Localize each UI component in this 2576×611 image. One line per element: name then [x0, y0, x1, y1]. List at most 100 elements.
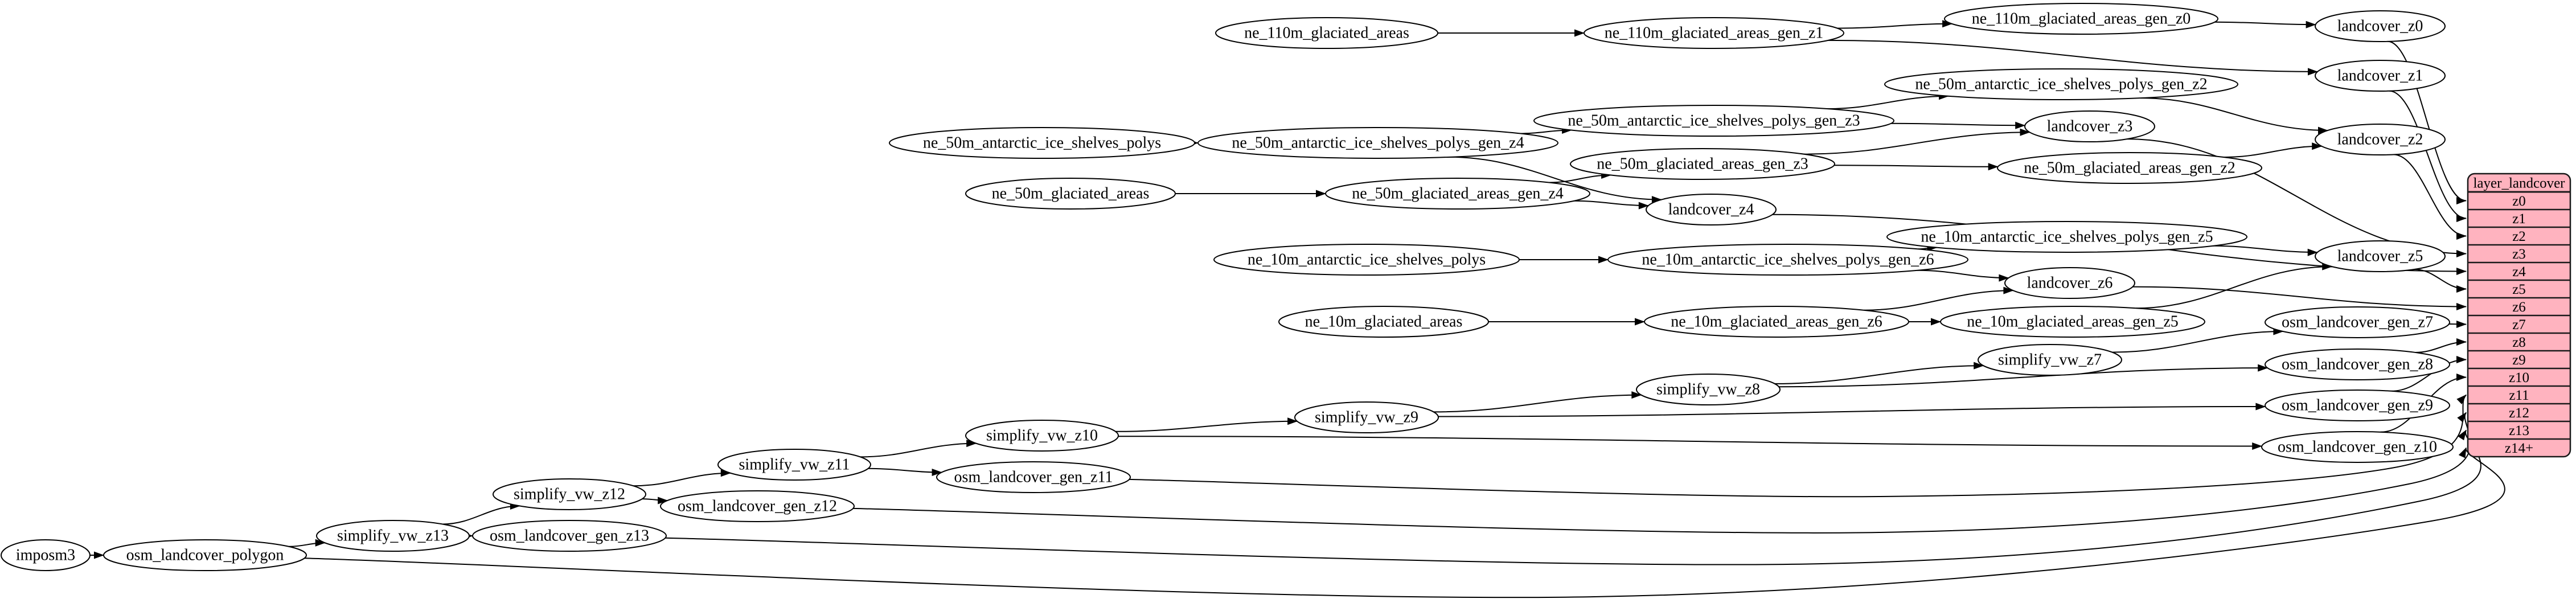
table-row-z1: z1	[2512, 211, 2526, 227]
node-ellipse-ne_10m_antarctic_ice_shelves_polys_gen_z6	[1607, 244, 1968, 276]
node-label-landcover_z2: landcover_z2	[2337, 131, 2423, 149]
edge-osm_landcover_gen_z13-to-layer_landcover-z13	[665, 429, 2481, 565]
edge-ne_10m_glaciated_areas_gen_z6-to-landcover_z6	[1864, 286, 2014, 311]
edge-osm_landcover_gen_z8-to-layer_landcover-z8	[2415, 338, 2467, 353]
node-ne_110m_glaciated_areas_gen_z0: ne_110m_glaciated_areas_gen_z0	[1944, 3, 2218, 35]
edge-landcover_z2-to-layer_landcover-z2	[2393, 154, 2467, 240]
edge-osm_landcover_polygon-to-layer_landcover-z14	[304, 447, 2505, 598]
edge-simplify_vw_z8-to-osm_landcover_gen_z8	[1778, 364, 2269, 388]
node-ellipse-ne_10m_glaciated_areas_gen_z5	[1940, 306, 2205, 338]
node-label-simplify_vw_z9: simplify_vw_z9	[1315, 409, 1418, 427]
node-ellipse-osm_landcover_gen_z10	[2261, 431, 2454, 463]
node-ne_10m_antarctic_ice_shelves_polys: ne_10m_antarctic_ice_shelves_polys	[1213, 244, 1520, 276]
node-osm_landcover_gen_z8: osm_landcover_gen_z8	[2265, 348, 2450, 380]
node-simplify_vw_z11: simplify_vw_z11	[717, 449, 871, 481]
edge-simplify_vw_z9-to-simplify_vw_z8	[1433, 391, 1642, 413]
node-ellipse-ne_110m_glaciated_areas	[1215, 17, 1438, 49]
node-ellipse-landcover_z0	[2315, 10, 2446, 42]
node-ellipse-ne_50m_antarctic_ice_shelves_polys_gen_z3	[1533, 105, 1894, 137]
node-label-simplify_vw_z10: simplify_vw_z10	[986, 427, 1098, 445]
edge-osm_landcover_gen_z7-to-layer_landcover-z7	[2448, 320, 2467, 328]
node-ellipse-imposm3	[1, 539, 91, 571]
node-label-ne_10m_antarctic_ice_shelves_polys: ne_10m_antarctic_ice_shelves_polys	[1248, 251, 1486, 269]
node-ne_10m_glaciated_areas: ne_10m_glaciated_areas	[1278, 306, 1489, 338]
node-label-simplify_vw_z11: simplify_vw_z11	[739, 456, 850, 474]
node-label-osm_landcover_gen_z11: osm_landcover_gen_z11	[954, 469, 1113, 486]
node-label-ne_10m_glaciated_areas_gen_z6: ne_10m_glaciated_areas_gen_z6	[1671, 313, 1882, 331]
table-title: layer_landcover	[2473, 176, 2565, 191]
node-label-landcover_z5: landcover_z5	[2337, 248, 2423, 265]
table-layer: layer_landcoverz0z1z2z3z4z5z6z7z8z9z10z1…	[2467, 173, 2571, 458]
node-osm_landcover_gen_z7: osm_landcover_gen_z7	[2265, 306, 2450, 338]
edge-ne_50m_antarctic_ice_shelves_polys_gen_z4-to-ne_50m_antarctic_ice_shelves_polys_gen_z3	[1520, 126, 1573, 134]
edge-ne_50m_glaciated_areas_gen_z4-to-landcover_z4	[1574, 200, 1649, 210]
node-ne_50m_glaciated_areas_gen_z3: ne_50m_glaciated_areas_gen_z3	[1570, 148, 1835, 180]
node-ellipse-osm_landcover_gen_z7	[2265, 306, 2450, 338]
edge-ne_50m_glaciated_areas_gen_z3-to-landcover_z3	[1804, 128, 2031, 155]
node-osm_landcover_polygon: osm_landcover_polygon	[103, 539, 307, 571]
edge-ne_110m_glaciated_areas_gen_z1-to-ne_110m_glaciated_areas_gen_z0	[1837, 20, 1953, 29]
node-ellipse-ne_10m_glaciated_areas	[1278, 306, 1489, 338]
node-ellipse-simplify_vw_z13	[316, 520, 470, 552]
table-row-z3: z3	[2512, 247, 2526, 262]
edge-ne_50m_antarctic_ice_shelves_polys_gen_z3-to-landcover_z3	[1891, 121, 2026, 129]
edge-ne_50m_glaciated_areas_gen_z3-to-ne_50m_glaciated_areas_gen_z2	[1834, 163, 1999, 171]
nodes-layer: imposm3 osm_landcover_polygon simplify_vw_…	[1, 3, 2454, 571]
edge-ne_50m_antarctic_ice_shelves_polys_gen_z4-to-landcover_z4	[1449, 156, 1662, 204]
node-osm_landcover_gen_z10: osm_landcover_gen_z10	[2261, 431, 2454, 463]
node-ellipse-ne_10m_antarctic_ice_shelves_polys	[1213, 244, 1520, 276]
table-row-z7: z7	[2512, 317, 2526, 333]
table-layer_landcover: layer_landcoverz0z1z2z3z4z5z6z7z8z9z10z1…	[2467, 173, 2571, 458]
node-label-ne_110m_glaciated_areas_gen_z0: ne_110m_glaciated_areas_gen_z0	[1972, 10, 2191, 28]
node-landcover_z4: landcover_z4	[1646, 194, 1777, 225]
node-ne_110m_glaciated_areas: ne_110m_glaciated_areas	[1215, 17, 1438, 49]
node-simplify_vw_z10: simplify_vw_z10	[965, 420, 1119, 452]
edges-layer	[89, 20, 2505, 598]
edge-simplify_vw_z8-to-simplify_vw_z7	[1774, 362, 1984, 384]
edge-simplify_vw_z10-to-osm_landcover_gen_z10	[1118, 436, 2263, 450]
node-ne_50m_antarctic_ice_shelves_polys_gen_z3: ne_50m_antarctic_ice_shelves_polys_gen_z…	[1533, 105, 1894, 137]
node-label-landcover_z4: landcover_z4	[1668, 201, 1754, 219]
node-ellipse-ne_10m_antarctic_ice_shelves_polys_gen_z5	[1886, 221, 2247, 253]
node-ellipse-osm_landcover_gen_z9	[2265, 389, 2450, 421]
edge-landcover_z0-to-layer_landcover-z0	[2388, 40, 2467, 204]
node-osm_landcover_gen_z11: osm_landcover_gen_z11	[936, 461, 1131, 493]
node-osm_landcover_gen_z9: osm_landcover_gen_z9	[2265, 389, 2450, 421]
node-label-simplify_vw_z7: simplify_vw_z7	[1998, 351, 2102, 369]
node-ellipse-simplify_vw_z7	[1978, 344, 2122, 376]
node-ellipse-osm_landcover_gen_z11	[936, 461, 1131, 493]
node-ne_50m_glaciated_areas: ne_50m_glaciated_areas	[965, 178, 1176, 210]
node-ellipse-ne_50m_glaciated_areas_gen_z4	[1325, 178, 1590, 210]
node-ellipse-landcover_z3	[2024, 110, 2155, 142]
node-ne_50m_antarctic_ice_shelves_polys: ne_50m_antarctic_ice_shelves_polys	[889, 127, 1195, 159]
node-ellipse-ne_50m_glaciated_areas	[965, 178, 1176, 210]
edge-landcover_z1-to-layer_landcover-z1	[2389, 90, 2467, 222]
node-imposm3: imposm3	[1, 539, 91, 571]
node-ne_10m_glaciated_areas_gen_z6: ne_10m_glaciated_areas_gen_z6	[1644, 306, 1909, 338]
edge-ne_50m_glaciated_areas_gen_z2-to-landcover_z2	[2224, 142, 2323, 158]
node-ellipse-landcover_z2	[2315, 124, 2446, 155]
edge-ne_10m_glaciated_areas_gen_z5-to-landcover_z5	[2136, 263, 2333, 309]
node-ne_50m_glaciated_areas_gen_z2: ne_50m_glaciated_areas_gen_z2	[1997, 152, 2262, 184]
node-label-landcover_z0: landcover_z0	[2337, 18, 2423, 35]
edge-simplify_vw_z13-to-simplify_vw_z12	[442, 502, 520, 525]
table-row-z0: z0	[2512, 194, 2526, 209]
node-ellipse-landcover_z6	[2004, 267, 2135, 299]
table-row-z13: z13	[2509, 423, 2529, 438]
edge-simplify_vw_z11-to-simplify_vw_z10	[860, 440, 977, 458]
node-ellipse-simplify_vw_z9	[1294, 401, 1439, 433]
node-simplify_vw_z13: simplify_vw_z13	[316, 520, 470, 552]
node-ne_110m_glaciated_areas_gen_z1: ne_110m_glaciated_areas_gen_z1	[1584, 17, 1844, 49]
table-row-z14: z14+	[2505, 441, 2533, 456]
node-label-simplify_vw_z12: simplify_vw_z12	[514, 486, 625, 503]
node-ellipse-ne_50m_antarctic_ice_shelves_polys_gen_z2	[1884, 68, 2238, 100]
table-row-z6: z6	[2512, 300, 2526, 315]
node-ellipse-osm_landcover_gen_z12	[660, 490, 855, 522]
node-label-ne_50m_glaciated_areas_gen_z4: ne_50m_glaciated_areas_gen_z4	[1352, 185, 1564, 203]
node-ellipse-ne_110m_glaciated_areas_gen_z0	[1944, 3, 2218, 35]
edge-osm_landcover_polygon-to-simplify_vw_z13	[289, 539, 326, 547]
node-ellipse-simplify_vw_z8	[1636, 374, 1781, 405]
table-row-z10: z10	[2509, 370, 2529, 386]
node-ellipse-osm_landcover_polygon	[103, 539, 307, 571]
edge-ne_50m_glaciated_areas_gen_z4-to-ne_50m_glaciated_areas_gen_z3	[1549, 171, 1612, 183]
